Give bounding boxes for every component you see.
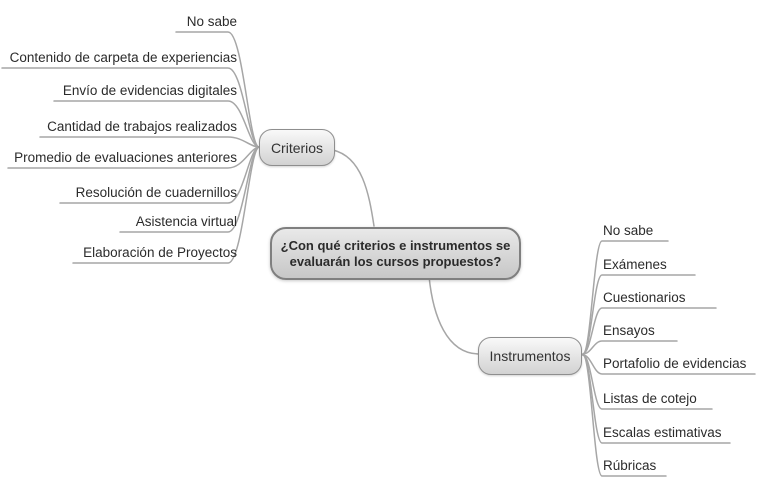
criterios-item: Elaboración de Proyectos bbox=[83, 245, 237, 260]
center-question-line2: evaluarán los cursos propuestos? bbox=[289, 253, 502, 269]
instrumentos-item: Escalas estimativas bbox=[603, 425, 722, 440]
connector-criterios-item-3 bbox=[53, 100, 260, 148]
criterios-item: Promedio de evaluaciones anteriores bbox=[14, 150, 237, 165]
instrumentos-item: Rúbricas bbox=[603, 458, 657, 473]
connector-criterios-item-4 bbox=[39, 136, 260, 148]
instrumentos-node: Instrumentos bbox=[478, 337, 582, 375]
criterios-item: Cantidad de trabajos realizados bbox=[47, 119, 237, 134]
instrumentos-item: Ensayos bbox=[603, 323, 655, 338]
connector-criterios-center bbox=[332, 149, 375, 227]
connector-instrumentos-item-8 bbox=[582, 354, 667, 477]
criterios-item: Asistencia virtual bbox=[135, 214, 237, 229]
center-question-node: ¿Con qué criterios e instrumentos se eva… bbox=[270, 227, 521, 280]
criterios-item: Envío de evidencias digitales bbox=[62, 83, 237, 98]
connector-criterios-item-2 bbox=[1, 67, 260, 148]
connector-criterios-item-1 bbox=[175, 31, 260, 148]
instrumentos-item: Listas de cotejo bbox=[603, 391, 697, 406]
instrumentos-node-label: Instrumentos bbox=[489, 348, 571, 364]
connector-criterios-item-8 bbox=[72, 146, 260, 264]
connector-center-instrumentos bbox=[428, 275, 479, 355]
criterios-item: No sabe bbox=[186, 14, 237, 29]
instrumentos-item: No sabe bbox=[603, 223, 654, 238]
instrumentos-item: Exámenes bbox=[603, 257, 667, 272]
criterios-node: Criterios bbox=[259, 129, 335, 166]
criterios-item: Contenido de carpeta de experiencias bbox=[9, 50, 237, 65]
criterios-item: Resolución de cuadernillos bbox=[75, 185, 237, 200]
instrumentos-item: Portafolio de evidencias bbox=[603, 356, 747, 371]
center-question-line1: ¿Con qué criterios e instrumentos se bbox=[280, 237, 511, 253]
instrumentos-item: Cuestionarios bbox=[603, 290, 686, 305]
connector-instrumentos-item-4 bbox=[582, 340, 678, 355]
connector-instrumentos-item-3 bbox=[582, 307, 717, 355]
criterios-node-label: Criterios bbox=[270, 139, 324, 156]
